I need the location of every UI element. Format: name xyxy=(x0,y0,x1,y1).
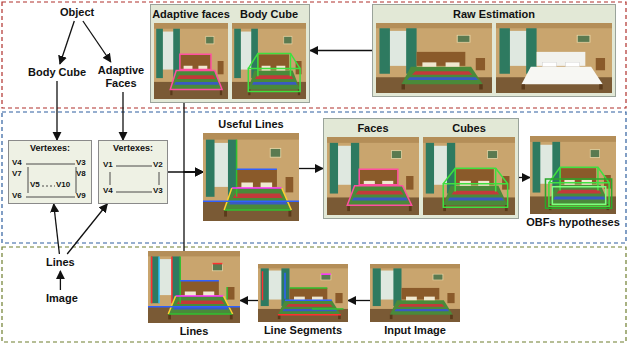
vertex-label: V6 xyxy=(12,191,22,200)
text-node: Body Cube xyxy=(26,64,88,81)
node-text: Raw Estimation xyxy=(376,8,612,21)
arrow-connector xyxy=(184,103,203,172)
vertex-label: V1 xyxy=(103,160,113,169)
arrow-connector xyxy=(348,300,370,301)
node-text: Input Image xyxy=(384,324,446,337)
vertex-label: V4 xyxy=(103,186,113,195)
estimation-region xyxy=(2,2,626,108)
image-figure: Lines xyxy=(148,251,240,338)
vertex-label: V3 xyxy=(153,186,163,195)
arrow-connector xyxy=(67,204,107,254)
bedroom-image xyxy=(148,251,240,323)
arrow-connector xyxy=(184,172,203,251)
hypothesis-region xyxy=(2,112,626,243)
bedroom-image xyxy=(496,23,612,93)
bedroom-image xyxy=(154,23,228,99)
node-text: Body Cube xyxy=(28,66,86,79)
arrow-connector xyxy=(240,300,258,301)
bedroom-image xyxy=(327,137,419,215)
image-figure: Input Image xyxy=(370,264,460,337)
text-node: Adaptive Faces xyxy=(94,62,148,92)
node-text: Image xyxy=(46,292,78,305)
node-text: Vertexes: xyxy=(9,141,91,154)
bedroom-image xyxy=(203,133,299,221)
node-text: Line Segments xyxy=(264,324,342,337)
arrow-connector xyxy=(519,177,530,178)
bedroom-image xyxy=(370,264,460,322)
image-panel: Raw Estimation xyxy=(372,4,616,97)
arrow-connector xyxy=(83,21,111,62)
vertex-label: V3 xyxy=(76,158,86,167)
vertex-label: V4 xyxy=(12,158,22,167)
arrow-connector xyxy=(54,204,60,254)
bedroom-image xyxy=(376,23,492,93)
arrow-connector xyxy=(60,271,61,290)
node-text: Body Cube xyxy=(240,8,298,21)
arrow-connector xyxy=(122,92,123,140)
node-text: Lines xyxy=(46,256,75,269)
vertex-label: V2 xyxy=(153,160,163,169)
vertex-label: V7 xyxy=(12,169,22,178)
vertex-label: V9 xyxy=(76,191,86,200)
node-text: Adaptive faces xyxy=(152,8,230,21)
arrow-connector xyxy=(310,50,372,51)
arrow-connector xyxy=(56,81,57,140)
vertex-label: V5 xyxy=(30,180,40,189)
node-text: Vertexes: xyxy=(99,141,167,154)
bedroom-image xyxy=(530,136,616,214)
vertex-label: V10 xyxy=(56,180,70,189)
text-node: Lines xyxy=(44,254,77,271)
bedroom-image xyxy=(258,264,348,322)
node-text: Faces xyxy=(357,122,388,135)
node-text: OBFs hypotheses xyxy=(526,216,620,229)
vertex-label: V8 xyxy=(76,169,86,178)
node-text: Lines xyxy=(180,325,209,338)
extraction-region xyxy=(2,247,626,342)
text-node: Image xyxy=(44,290,80,307)
image-figure: Line Segments xyxy=(258,264,348,337)
node-text: Adaptive Faces xyxy=(96,64,146,90)
node-text: Object xyxy=(60,6,94,19)
image-figure: OBFs hypotheses xyxy=(530,136,616,229)
arrow-connector xyxy=(60,21,74,64)
image-panel: Adaptive faces Body Cube xyxy=(150,4,310,103)
bedroom-image xyxy=(423,137,515,215)
text-node: Object xyxy=(58,4,96,21)
node-text: Cubes xyxy=(452,122,486,135)
arrow-connector xyxy=(299,168,323,169)
image-panel: Faces Cubes xyxy=(323,118,519,219)
bedroom-image xyxy=(232,23,306,99)
node-text: Useful Lines xyxy=(218,118,283,131)
image-figure: Useful Lines xyxy=(203,118,299,221)
